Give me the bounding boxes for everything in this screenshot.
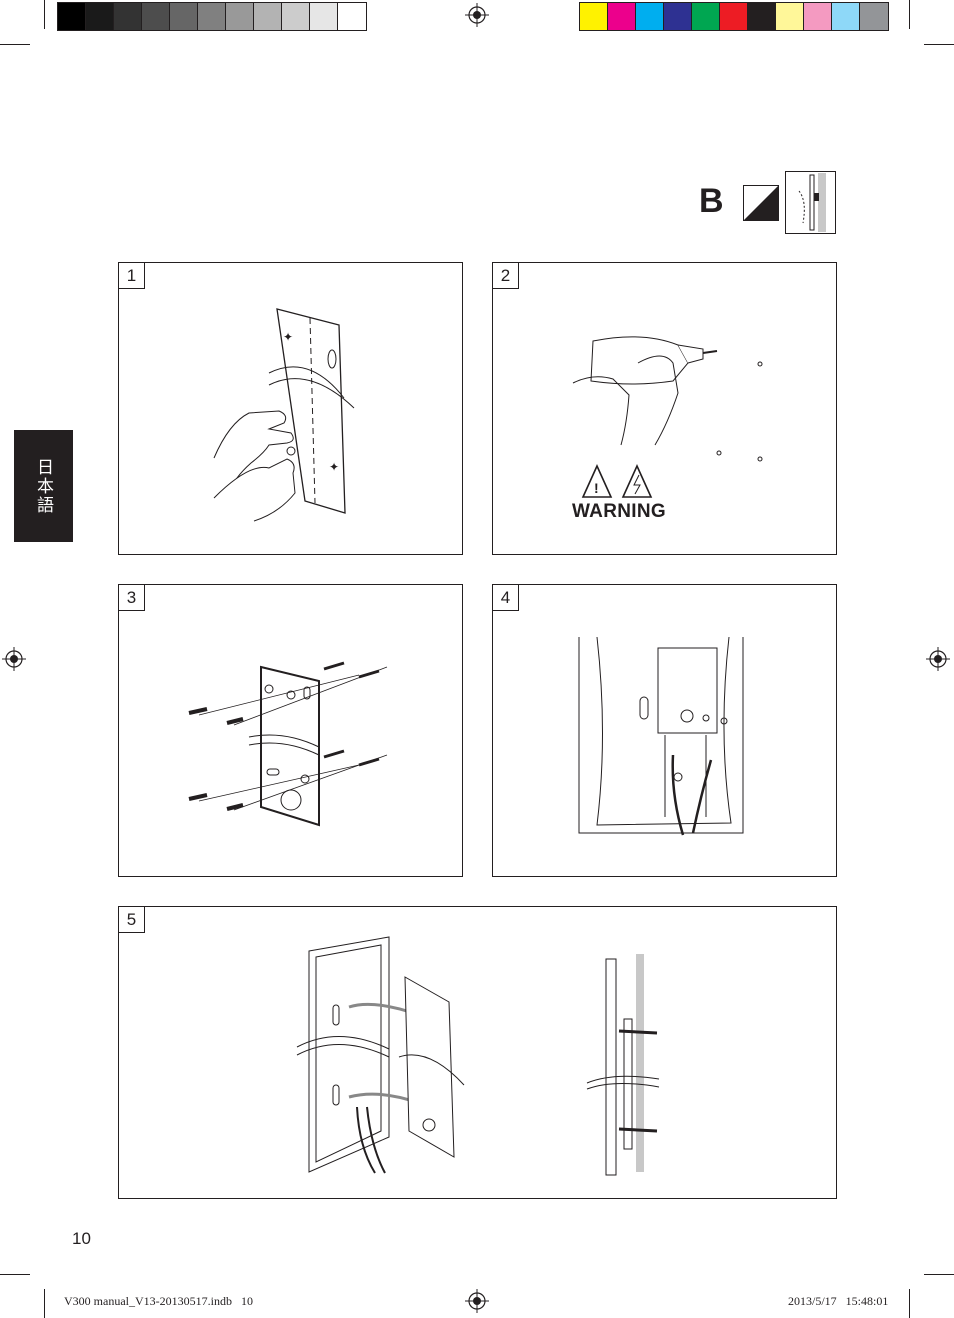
step-number: 3 xyxy=(119,585,145,611)
color-swatch xyxy=(776,3,804,30)
color-swatch xyxy=(198,3,226,30)
language-tab: 日本語 xyxy=(14,430,73,542)
crop-mark xyxy=(44,0,45,29)
crop-mark xyxy=(0,44,30,45)
color-swatch xyxy=(748,3,776,30)
color-swatch xyxy=(58,3,86,30)
warning-text: WARNING xyxy=(572,501,666,522)
color-swatch xyxy=(636,3,664,30)
page-number: 10 xyxy=(72,1229,91,1248)
mounting-template-illustration: ✦ ✦ xyxy=(213,308,355,522)
step-2-panel: 2 ! WARNING xyxy=(492,262,837,555)
svg-text:!: ! xyxy=(594,480,599,496)
footer-file-info: V300 manual_V13-20130517.indb 10 xyxy=(64,1294,253,1308)
color-swatch xyxy=(580,3,608,30)
step-number: 5 xyxy=(119,907,145,933)
step-3-panel: 3 xyxy=(118,584,463,877)
color-swatch xyxy=(338,3,366,30)
section-label: B xyxy=(699,182,724,220)
crop-mark xyxy=(0,1274,30,1275)
registration-mark-icon xyxy=(2,647,26,671)
color-swatch xyxy=(142,3,170,30)
color-swatch xyxy=(804,3,832,30)
color-swatch xyxy=(720,3,748,30)
step-number: 4 xyxy=(493,585,519,611)
wall-mount-type-icon xyxy=(743,185,779,221)
color-swatch xyxy=(608,3,636,30)
svg-text:✦: ✦ xyxy=(283,330,293,344)
registration-mark-icon xyxy=(465,1289,489,1313)
step-number: 2 xyxy=(493,263,519,289)
color-swatch xyxy=(254,3,282,30)
step-5-panel: 5 xyxy=(118,906,837,1199)
crop-mark xyxy=(44,1289,45,1318)
color-swatch xyxy=(692,3,720,30)
color-swatch xyxy=(170,3,198,30)
step-number: 1 xyxy=(119,263,145,289)
drilling-illustration: ! xyxy=(572,336,763,498)
crop-mark xyxy=(909,1289,910,1318)
color-swatch xyxy=(310,3,338,30)
registration-mark-icon xyxy=(926,647,950,671)
color-swatch xyxy=(86,3,114,30)
registration-mark-icon xyxy=(465,3,489,27)
color-swatch xyxy=(832,3,860,30)
color-swatch xyxy=(114,3,142,30)
color-swatch xyxy=(664,3,692,30)
color-swatch xyxy=(282,3,310,30)
color-swatch xyxy=(226,3,254,30)
electric-hazard-icon xyxy=(621,464,653,498)
bracket-screws-illustration xyxy=(188,661,388,827)
grayscale-color-bar xyxy=(57,2,367,31)
crop-mark xyxy=(924,1274,954,1275)
svg-text:✦: ✦ xyxy=(329,460,339,474)
crop-mark xyxy=(909,0,910,29)
step-4-panel: 4 xyxy=(492,584,837,877)
process-color-bar xyxy=(579,2,889,31)
warning-triangle-icon xyxy=(581,464,613,498)
rear-panel-cables-illustration xyxy=(578,636,744,836)
side-view-mount-icon xyxy=(785,171,836,234)
footer-timestamp: 2013/5/17 15:48:01 xyxy=(788,1294,889,1308)
hang-speaker-illustration xyxy=(296,936,660,1176)
crop-mark xyxy=(924,44,954,45)
color-swatch xyxy=(860,3,888,30)
step-1-panel: 1 ✦ ✦ xyxy=(118,262,463,555)
